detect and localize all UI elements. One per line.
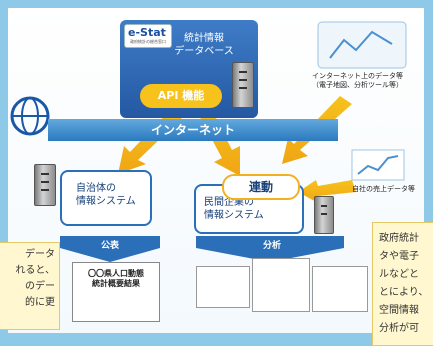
company-chart-panel (351, 149, 405, 181)
internet-bar: インターネット (48, 119, 338, 141)
callout-right-line6: 分析が可 (379, 323, 419, 334)
private-line2: 情報システム (204, 210, 264, 221)
company-chart-line (357, 155, 399, 175)
database-title: 統計情報 データベース (172, 32, 236, 58)
analysis-screens (196, 258, 368, 320)
callout-right-line5: 空間情報 (379, 305, 419, 316)
callout-left-line1: データ (25, 249, 55, 260)
company-data-label: 自社の売上データ等 (352, 185, 415, 193)
web-data-chart (329, 30, 393, 59)
database-title-line1: 統計情報 (184, 33, 224, 44)
database-title-line2: データベース (174, 46, 234, 57)
internet-data-line2: （電子地図、分析ツール等） (312, 81, 403, 89)
analysis-screen-2 (252, 258, 310, 312)
estat-logo-subtitle: 政府統計の総合窓口 (130, 39, 166, 44)
private-line1: 民間企業の (204, 197, 254, 208)
callout-left-line2: れると、 (15, 265, 55, 276)
callout-right-line2: タや電子 (379, 251, 419, 262)
analysis-screen-1 (196, 266, 250, 308)
doc-line2: 統計概要結果 (92, 279, 140, 288)
link-badge: 連動 (222, 174, 300, 200)
web-data-panel (317, 21, 407, 69)
api-badge: API 機能 (140, 84, 222, 108)
private-server-icon (314, 196, 334, 234)
doc-line1: 〇〇県人口動態 (88, 269, 144, 278)
municipal-system: 自治体の 情報システム (60, 170, 152, 226)
internet-data-line1: インターネット上のデータ等 (312, 72, 403, 80)
publish-step: 公表 (92, 238, 128, 254)
callout-left-line4: 的に更 (25, 297, 55, 308)
estat-logo: e-Stat 政府統計の総合窓口 (124, 24, 172, 48)
server-icon (232, 62, 254, 108)
analysis-screen-3 (312, 266, 368, 312)
municipal-line1: 自治体の (76, 183, 116, 194)
municipal-server-icon (34, 164, 56, 206)
estat-logo-text: e-Stat (128, 26, 166, 39)
municipal-line2: 情報システム (76, 196, 136, 207)
callout-right-line4: とにより、 (379, 287, 429, 298)
callout-right-line1: 政府統計 (379, 233, 419, 244)
publication-document: 〇〇県人口動態 統計概要結果 (72, 262, 160, 322)
callout-left-line3: のデー (25, 281, 55, 292)
callout-right-line3: ルなどと (379, 269, 419, 280)
callout-right: 政府統計 タや電子 ルなどと とにより、 空間情報 分析が可 (372, 222, 433, 346)
internet-data-label: インターネット上のデータ等 （電子地図、分析ツール等） (312, 72, 416, 90)
arrow-company-to-private (298, 180, 356, 204)
analysis-step: 分析 (254, 238, 290, 254)
callout-left: データ れると、 のデー 的に更 (0, 242, 60, 330)
